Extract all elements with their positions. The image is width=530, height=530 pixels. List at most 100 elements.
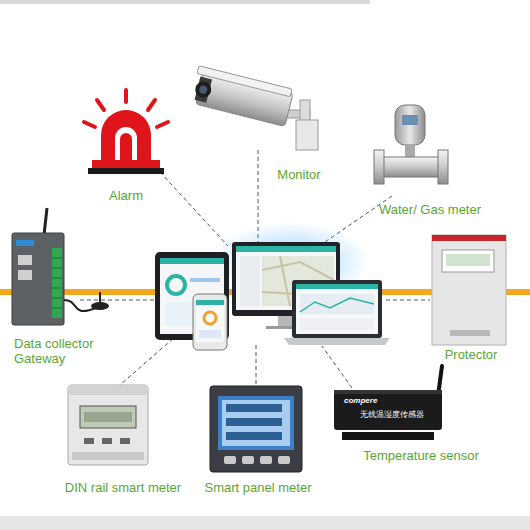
leader-lines-part <box>112 336 176 392</box>
panel-meter-illustration-part <box>242 456 254 464</box>
device-label-box: Alarm <box>90 188 162 203</box>
alarm-icon-part-part <box>97 100 104 110</box>
din-meter-illustration-part <box>84 438 94 444</box>
din-meter-illustration <box>68 385 148 465</box>
device-label: Data collector Gateway <box>14 336 106 366</box>
alarm-icon-part <box>120 133 132 160</box>
gateway-illustration-part-part <box>52 278 62 279</box>
device-label-box: Monitor <box>264 167 334 182</box>
desktop-monitor-part <box>240 256 260 306</box>
laptop-part <box>300 294 374 314</box>
gateway-illustration-part <box>16 240 34 246</box>
leader-lines <box>80 150 430 392</box>
panel-meter-illustration-part <box>226 404 282 412</box>
flow-meter-illustration-part <box>438 150 448 184</box>
panel-meter-illustration-part <box>210 386 302 472</box>
camera-illustration-part <box>296 120 318 150</box>
gateway-illustration-part-part <box>52 268 62 269</box>
temperature-sensor-illustration-part <box>334 390 442 394</box>
gateway-illustration-part <box>12 233 64 325</box>
alarm-icon-part <box>88 168 164 174</box>
phone-part <box>196 300 224 342</box>
laptop-part <box>300 318 374 330</box>
din-meter-illustration-part <box>68 385 148 465</box>
gateway-illustration-part <box>18 255 32 265</box>
device-label: Temperature sensor <box>348 448 494 463</box>
protector-illustration-part <box>432 235 506 241</box>
desktop-monitor-part <box>278 316 294 326</box>
panel-meter-illustration-part <box>224 456 236 464</box>
panel-meter-illustration-part <box>222 400 290 446</box>
leader-lines-part <box>322 346 352 388</box>
din-meter-illustration-part <box>68 385 148 395</box>
flow-meter-illustration-part <box>405 145 415 157</box>
gateway-illustration-part-part <box>52 288 62 289</box>
gateway-illustration-part <box>99 292 101 303</box>
gateway-illustration-part-part <box>52 298 62 299</box>
gateway-illustration <box>12 208 109 325</box>
device-label: Alarm <box>90 188 162 203</box>
din-meter-illustration-part <box>72 452 144 460</box>
flow-meter-illustration <box>374 105 448 184</box>
din-meter-illustration-part <box>102 438 112 444</box>
panel-meter-illustration-part <box>260 456 272 464</box>
laptop-part <box>296 284 378 334</box>
device-label-box: Water/ Gas meter <box>365 202 495 217</box>
leader-lines-part <box>256 345 257 384</box>
desktop-monitor-part <box>236 246 336 252</box>
laptop-part <box>300 298 374 312</box>
protector-illustration-part <box>442 250 494 272</box>
gateway-illustration-part-part <box>52 258 62 259</box>
laptop <box>284 280 390 345</box>
phone-part <box>204 312 216 324</box>
tablet-part <box>167 276 185 294</box>
camera-illustration-part-part <box>198 85 208 95</box>
laptop-part <box>296 284 378 289</box>
gateway-illustration-part <box>52 258 62 308</box>
phone-part <box>196 300 224 305</box>
phone-part <box>193 294 227 350</box>
gateway-illustration-part <box>18 270 32 280</box>
leader-lines-part <box>80 300 155 301</box>
tablet-part <box>160 258 224 264</box>
alarm-icon-part-part <box>84 122 95 127</box>
device-label: Smart panel meter <box>190 480 326 495</box>
gateway-illustration-part-part <box>52 308 62 309</box>
phone <box>193 294 227 350</box>
laptop-part <box>284 338 390 345</box>
temperature-sensor-illustration <box>334 366 442 440</box>
device-label-box: Protector <box>432 347 510 362</box>
din-meter-illustration-part <box>84 412 132 422</box>
page-bands-part <box>0 516 530 530</box>
gateway-illustration-part <box>91 302 109 310</box>
panel-meter-illustration <box>210 386 302 472</box>
protector-illustration-part <box>432 235 506 345</box>
alarm-icon <box>84 90 168 174</box>
protector-illustration <box>432 235 506 345</box>
phone-part <box>199 330 221 338</box>
temperature-sensor-illustration-part <box>342 432 434 440</box>
alarm-icon-part-part <box>157 122 168 127</box>
alarm-icon-part <box>115 127 137 160</box>
gateway-illustration-part <box>52 248 62 318</box>
flow-meter-illustration-part <box>402 115 418 125</box>
device-label-box: Data collector Gateway <box>14 336 106 366</box>
gateway-illustration-part <box>44 208 47 235</box>
alarm-icon-part <box>101 110 151 160</box>
temperature-sensor-illustration-part <box>334 390 442 430</box>
device-marking: compere <box>344 396 377 406</box>
leader-lines-part <box>160 172 228 246</box>
device-label-box: Temperature sensor <box>348 448 494 463</box>
camera-illustration <box>190 66 318 150</box>
panel-meter-illustration-part <box>278 456 290 464</box>
panel-meter-illustration-part <box>226 418 282 426</box>
device-label-box: DIN rail smart meter <box>50 480 196 495</box>
panel-meter-illustration-part <box>226 432 282 440</box>
protector-illustration-part <box>446 254 490 266</box>
device-label: DIN rail smart meter <box>50 480 196 495</box>
din-meter-illustration-part <box>120 438 130 444</box>
flow-meter-illustration-part <box>395 105 425 145</box>
din-meter-illustration-part <box>80 406 136 428</box>
